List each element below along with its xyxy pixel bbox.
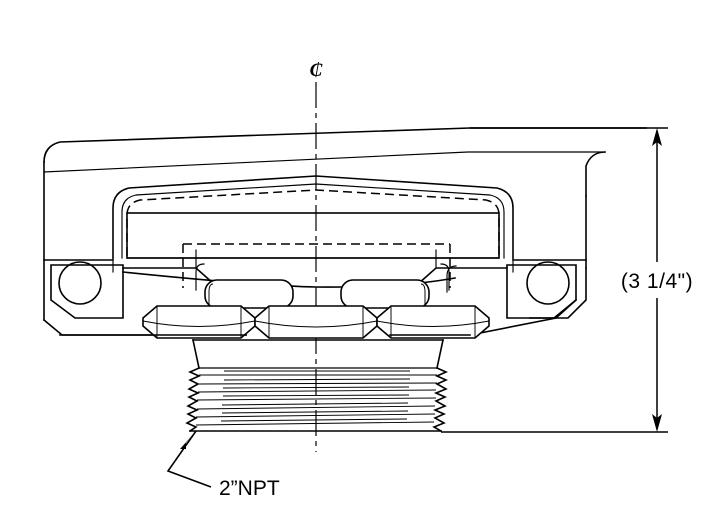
height-dimension-group: (3 1/4") bbox=[441, 127, 693, 433]
body-shoulder-group bbox=[43, 257, 587, 273]
housing-top-thickness-line bbox=[43, 151, 606, 173]
internal-cavity-hidden bbox=[182, 243, 451, 288]
dimension-arrow-top bbox=[652, 128, 662, 146]
cover-outline-outer bbox=[112, 175, 514, 259]
hook-right bbox=[440, 263, 450, 291]
centerline-symbol-group: ₵ bbox=[310, 60, 323, 81]
thread-root-line bbox=[221, 410, 409, 414]
thread-root-line bbox=[222, 394, 410, 397]
thread-callout-group: 2”NPT bbox=[166, 430, 280, 500]
thread-line bbox=[195, 421, 435, 426]
stem-neck-left bbox=[192, 339, 200, 369]
height-dimension-label: (3 1/4") bbox=[621, 270, 693, 293]
mounting-hole-right bbox=[526, 261, 570, 305]
cover-contour-group bbox=[112, 175, 514, 259]
thread-root-line bbox=[222, 386, 410, 389]
hook-right-inner bbox=[446, 265, 457, 293]
thread-crest-lines bbox=[195, 374, 438, 426]
housing-right-corner-upper bbox=[585, 151, 606, 197]
centerline-symbol: ₵ bbox=[310, 60, 323, 81]
thread-root-lines bbox=[220, 370, 411, 422]
bolt-head-right-inner-arc bbox=[420, 283, 426, 308]
thread-line bbox=[197, 389, 437, 393]
thread-root-line bbox=[223, 378, 411, 381]
bolt-head-right bbox=[340, 279, 430, 309]
bolt-head-right-rect bbox=[340, 279, 430, 309]
thread-line bbox=[197, 382, 438, 385]
housing-top-edge bbox=[43, 127, 647, 163]
internal-cavity-group bbox=[122, 243, 508, 293]
mounting-hole-left bbox=[58, 261, 102, 305]
cover-hidden-edge bbox=[126, 189, 500, 256]
thread-root-line bbox=[221, 402, 409, 406]
thread-profile-left bbox=[185, 366, 201, 433]
hex-nut-left bbox=[142, 305, 256, 339]
thread-callout-leader-line bbox=[166, 430, 212, 488]
stem-neck-right bbox=[436, 339, 444, 369]
hex-nut-center bbox=[254, 305, 378, 339]
thread-callout-label: 2”NPT bbox=[219, 477, 280, 500]
thread-profile-right bbox=[432, 366, 448, 433]
mounting-lug-left-outline bbox=[50, 264, 124, 319]
cover-outline-inner bbox=[121, 183, 505, 259]
thread-line bbox=[196, 405, 436, 410]
bolt-head-left bbox=[204, 279, 294, 309]
bolt-head-left-inner-arc bbox=[208, 283, 214, 308]
hex-nut-left-chamfer-arc bbox=[142, 320, 256, 327]
thread-stem bbox=[59, 334, 471, 433]
thread-callout-arrowhead bbox=[180, 431, 196, 449]
lug-right-edge bbox=[529, 267, 587, 319]
hex-nut-right-profile bbox=[376, 305, 490, 339]
hex-nut-left-profile bbox=[142, 305, 256, 339]
bolt-head-left-rect bbox=[204, 279, 294, 309]
thread-line bbox=[196, 397, 437, 401]
hex-nut-right-chamfer-arc bbox=[376, 320, 490, 327]
hex-nut-center-profile bbox=[254, 305, 378, 339]
thread-root-line bbox=[220, 418, 408, 422]
hook-left bbox=[195, 263, 205, 291]
dimension-arrow-bottom bbox=[652, 414, 662, 432]
window-pane bbox=[126, 212, 500, 259]
thread-line bbox=[195, 413, 436, 418]
hex-nut-right bbox=[376, 305, 490, 339]
